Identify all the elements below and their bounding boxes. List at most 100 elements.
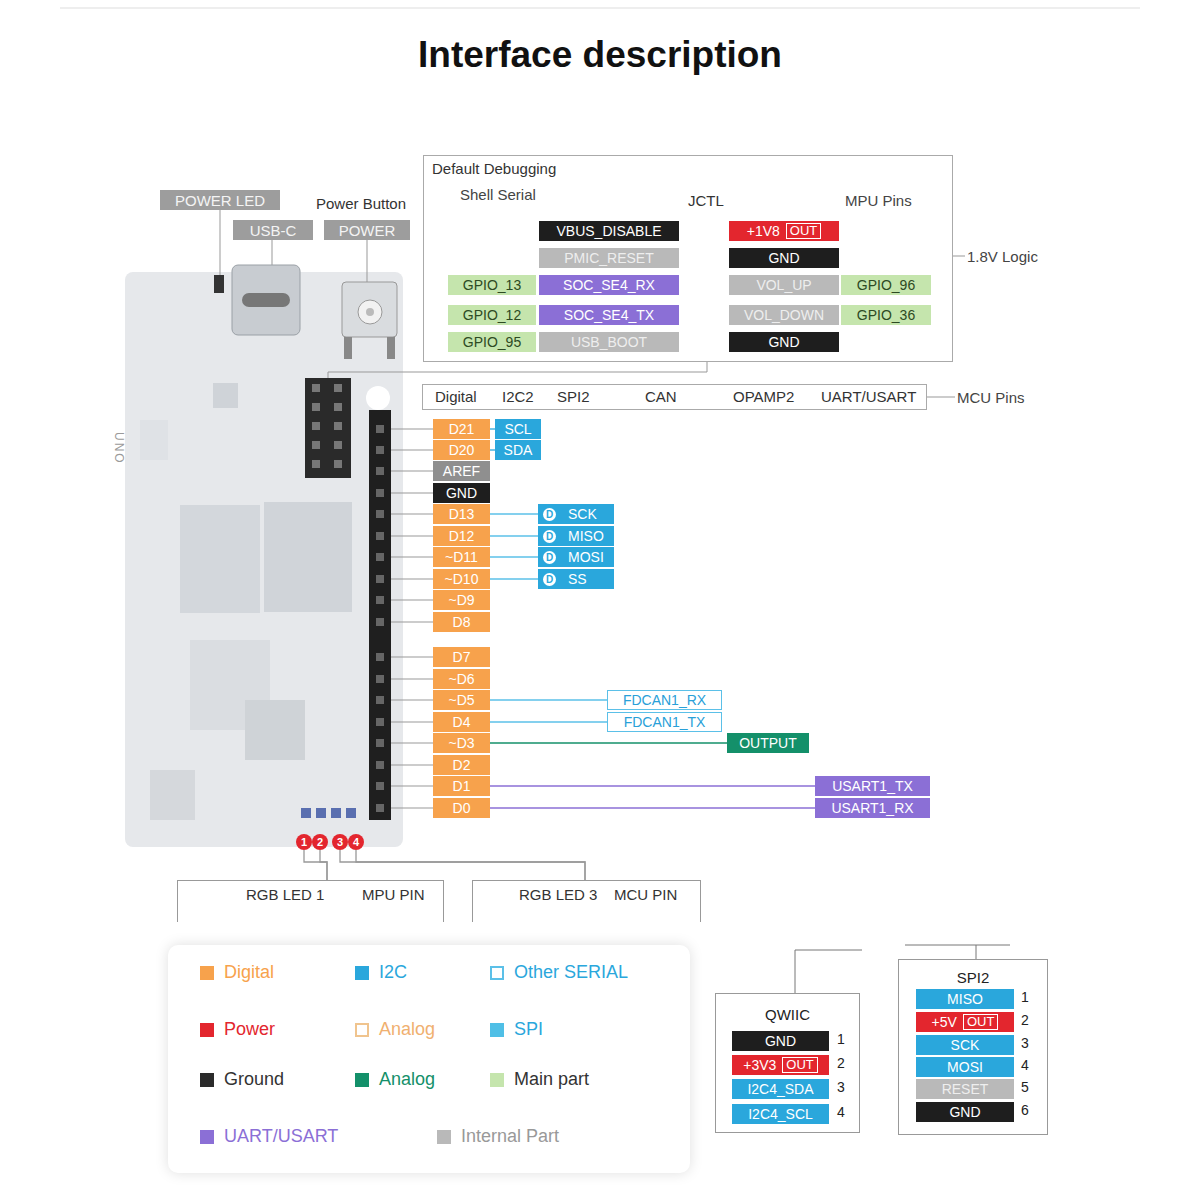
node-text: PMIC_RESET xyxy=(564,250,653,266)
pin-number: 3 xyxy=(1021,1035,1029,1051)
pin-label: D4 xyxy=(433,712,490,732)
legend-swatch xyxy=(355,1023,369,1037)
connector-line xyxy=(320,850,327,880)
connector-line xyxy=(490,535,538,536)
callout-number: 2 xyxy=(312,834,328,850)
pin-label: VBUS_DISABLE xyxy=(539,221,679,241)
pin-label: GPIO_95 xyxy=(448,332,536,352)
column-heading: SPI2 xyxy=(557,385,590,409)
annotation: MCU Pins xyxy=(957,389,1025,406)
pin-label: +1V8OUT xyxy=(729,221,839,241)
legend-swatch xyxy=(200,1073,214,1087)
node-text: GND xyxy=(949,1104,980,1120)
node-text: D0 xyxy=(453,800,471,816)
connector-line xyxy=(490,721,607,722)
pin-label: GND xyxy=(916,1102,1014,1122)
node-text: ~D5 xyxy=(448,692,474,708)
pin-label: PMIC_RESET xyxy=(539,248,679,268)
annotation: JCTL xyxy=(688,192,724,209)
node-text: GPIO_96 xyxy=(857,277,915,293)
pin-label: MOSI xyxy=(916,1057,1014,1077)
node-text: I2C4_SDA xyxy=(747,1081,813,1097)
node-text: MISO xyxy=(947,991,983,1007)
pin-label: USB_BOOT xyxy=(539,332,679,352)
node-text: +1V8 xyxy=(747,223,780,239)
column-heading: MCU PIN xyxy=(614,881,677,909)
pin-number: 2 xyxy=(1021,1012,1029,1028)
pin-label: D MOSI xyxy=(538,547,614,567)
pin-label: MISO xyxy=(916,989,1014,1009)
pin-label: GPIO_96 xyxy=(841,275,931,295)
legend-text: SPI xyxy=(514,1019,543,1040)
column-heading: OPAMP2 xyxy=(733,385,794,409)
column-heading: MPU PIN xyxy=(362,881,425,909)
panel-heading: SPI2 xyxy=(899,969,1047,986)
node-text: D12 xyxy=(449,528,475,544)
pin-label: D13 xyxy=(433,504,490,524)
pin-label: SCK xyxy=(916,1035,1014,1055)
connector-line xyxy=(490,428,495,429)
node-text: ~D9 xyxy=(448,592,474,608)
node-text: 1 xyxy=(301,836,307,848)
legend-text: Power xyxy=(224,1019,275,1040)
pin-label: D0 xyxy=(433,798,490,818)
node-text: D8 xyxy=(453,614,471,630)
pin-label: SDA xyxy=(495,440,541,460)
pin-label: GND xyxy=(732,1031,829,1051)
node-text: USB-C xyxy=(250,222,297,239)
node-text: D20 xyxy=(449,442,475,458)
node-text: I2C4_SCL xyxy=(748,1106,813,1122)
node-text: USART1_TX xyxy=(832,778,913,794)
legend-text: I2C xyxy=(379,962,407,983)
pin-number: 4 xyxy=(1021,1057,1029,1073)
pin-label: GND xyxy=(729,248,839,268)
pin-number: 5 xyxy=(1021,1079,1029,1095)
part-label: USB-C xyxy=(233,220,313,240)
node-text: GPIO_36 xyxy=(857,307,915,323)
legend-swatch xyxy=(437,1130,451,1144)
node-text: MOSI xyxy=(568,549,604,565)
connector-line xyxy=(490,513,538,514)
pin-label: SOC_SE4_RX xyxy=(539,275,679,295)
node-text: D4 xyxy=(453,714,471,730)
pin-label: D2 xyxy=(433,755,490,775)
pin-label: GND xyxy=(433,483,490,503)
node-text: USB_BOOT xyxy=(571,334,647,350)
pin-label: +3V3OUT xyxy=(732,1055,829,1075)
spi-badge: D xyxy=(543,508,556,521)
pin-label: I2C4_SDA xyxy=(732,1079,829,1099)
pin-label: DSCK xyxy=(538,504,614,524)
pin-label: D8 xyxy=(433,612,490,632)
callout-number: 1 xyxy=(296,834,312,850)
connector-line xyxy=(340,850,585,880)
connector-line xyxy=(490,556,538,557)
pin-label: GPIO_13 xyxy=(448,275,536,295)
pin-label: FDCAN1_RX xyxy=(607,690,722,710)
node-text: AREF xyxy=(443,463,480,479)
pin-label: GPIO_12 xyxy=(448,305,536,325)
pin-number: 6 xyxy=(1021,1102,1029,1118)
node-text: SCL xyxy=(504,421,531,437)
legend-swatch xyxy=(355,966,369,980)
node-text: SS xyxy=(568,571,587,587)
spi-badge: D xyxy=(543,551,556,564)
pin-label: USART1_RX xyxy=(815,798,930,818)
node-text: +3V3 xyxy=(743,1057,776,1073)
legend-text: Internal Part xyxy=(461,1126,559,1147)
connector-line xyxy=(490,578,538,579)
pin-label: D12 xyxy=(433,526,490,546)
column-heading: Digital xyxy=(435,385,477,409)
pin-label: +5VOUT xyxy=(916,1012,1014,1032)
legend-text: Digital xyxy=(224,962,274,983)
callout-number: 4 xyxy=(348,834,364,850)
node-text: VBUS_DISABLE xyxy=(556,223,661,239)
pin-label: ~D6 xyxy=(433,669,490,689)
legend-swatch xyxy=(200,1130,214,1144)
pin-label: ~D3 xyxy=(433,733,490,753)
connector-line xyxy=(490,699,607,700)
pin-label: FDCAN1_TX xyxy=(607,712,722,732)
node-text: D21 xyxy=(449,421,475,437)
node-text: D7 xyxy=(453,649,471,665)
node-text: 2 xyxy=(317,836,323,848)
node-text: D13 xyxy=(449,506,475,522)
